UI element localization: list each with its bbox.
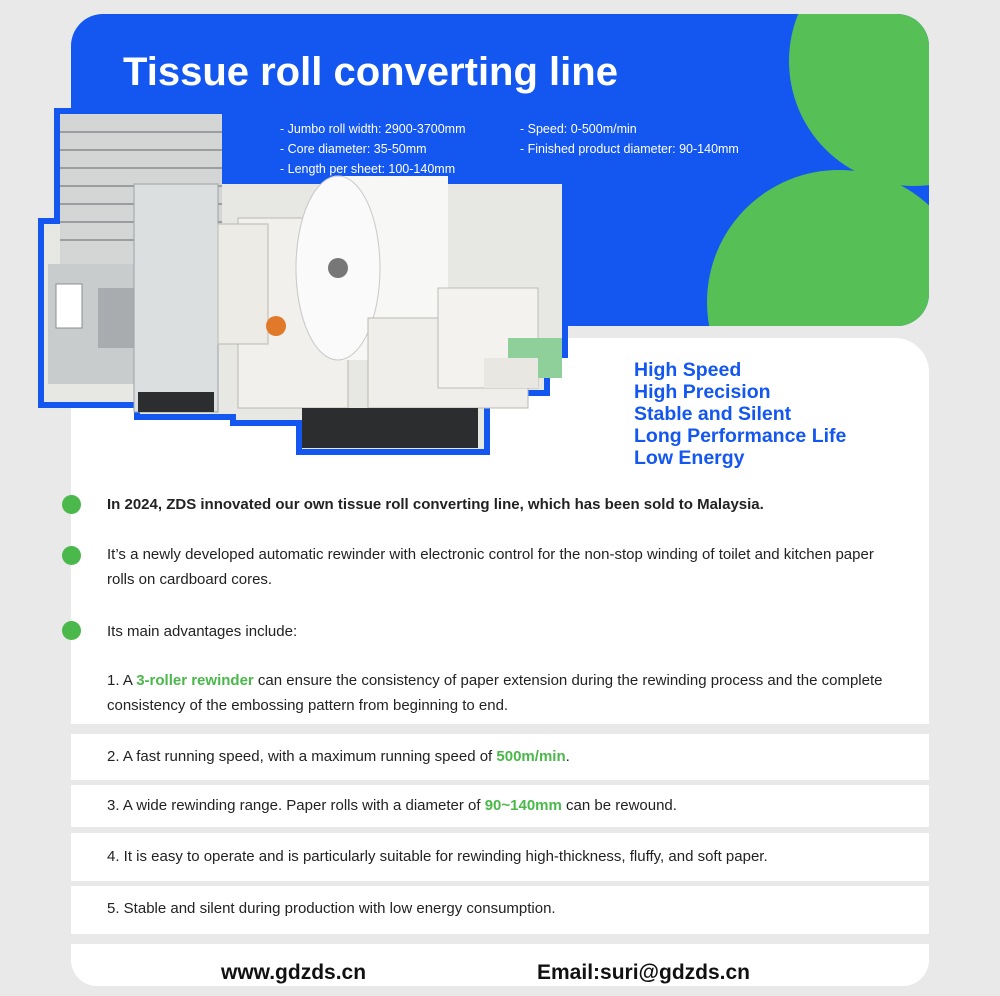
advantage-text-part: can be rewound. [561, 797, 677, 814]
advantage-text-part: can ensure the consistency of paper exte… [107, 672, 883, 714]
spec-item: - Speed: 0-500m/min [520, 122, 637, 136]
advantage-row: 3. A wide rewinding range. Paper rolls w… [71, 785, 929, 827]
advantage-text-part: 1. A [107, 672, 137, 689]
feature-item: High Speed [634, 359, 742, 381]
spec-list-left: - Jumbo roll width: 2900-3700mm - Core d… [280, 119, 466, 179]
spec-item: - Finished product diameter: 90-140mm [520, 142, 739, 156]
advantage-text: 2. A fast running speed, with a maximum … [107, 744, 907, 769]
intro-paragraph: Its main advantages include: [107, 623, 298, 640]
intro-paragraph: In 2024, ZDS innovated our own tissue ro… [107, 496, 764, 513]
advantage-highlight: 500m/min [496, 748, 566, 765]
machine-image [38, 108, 568, 455]
intro-paragraph: It’s a newly developed automatic rewinde… [107, 546, 874, 588]
advantage-text-part: 3. A wide rewinding range. Paper rolls w… [107, 797, 485, 814]
page-title: Tissue roll converting line [123, 50, 618, 94]
bullet-dot [62, 621, 81, 640]
email-link[interactable]: Email:suri@gdzds.cn [537, 961, 751, 984]
advantage-text-part: 2. A fast running speed, with a maximum … [107, 748, 497, 765]
bullet-dot [62, 546, 81, 565]
advantage-text: 5. Stable and silent during production w… [107, 900, 556, 917]
advantage-row: 2. A fast running speed, with a maximum … [71, 734, 929, 780]
advantage-text: 3. A wide rewinding range. Paper rolls w… [107, 793, 907, 818]
feature-list: High Speed High Precision Stable and Sil… [634, 359, 846, 469]
feature-item: Low Energy [634, 447, 745, 469]
footer: www.gdzds.cn Email:suri@gdzds.cn [71, 944, 929, 986]
feature-item: High Precision [634, 381, 771, 403]
bullet-dot [62, 495, 81, 514]
advantage-highlight: 90~140mm [484, 797, 562, 814]
advantage-text-part: . [565, 748, 570, 765]
feature-item: Long Performance Life [634, 425, 847, 447]
advantage-row: 5. Stable and silent during production w… [71, 886, 929, 934]
spec-list-right: - Speed: 0-500m/min - Finished product d… [520, 119, 739, 159]
advantage-text: 4. It is easy to operate and is particul… [107, 848, 768, 865]
green-circle-decoration [789, 14, 929, 186]
spec-item: - Jumbo roll width: 2900-3700mm [280, 122, 466, 136]
website-link[interactable]: www.gdzds.cn [221, 961, 367, 984]
advantage-row: 1. A 3-roller rewinder can ensure the co… [71, 658, 929, 724]
advantage-highlight: 3-roller rewinder [136, 672, 254, 689]
feature-item: Stable and Silent [634, 403, 792, 425]
spec-item: - Length per sheet: 100-140mm [280, 162, 456, 176]
advantage-text: 1. A 3-roller rewinder can ensure the co… [107, 668, 897, 718]
green-circle-decoration [707, 170, 929, 326]
spec-item: - Core diameter: 35-50mm [280, 142, 427, 156]
advantage-row: 4. It is easy to operate and is particul… [71, 833, 929, 881]
